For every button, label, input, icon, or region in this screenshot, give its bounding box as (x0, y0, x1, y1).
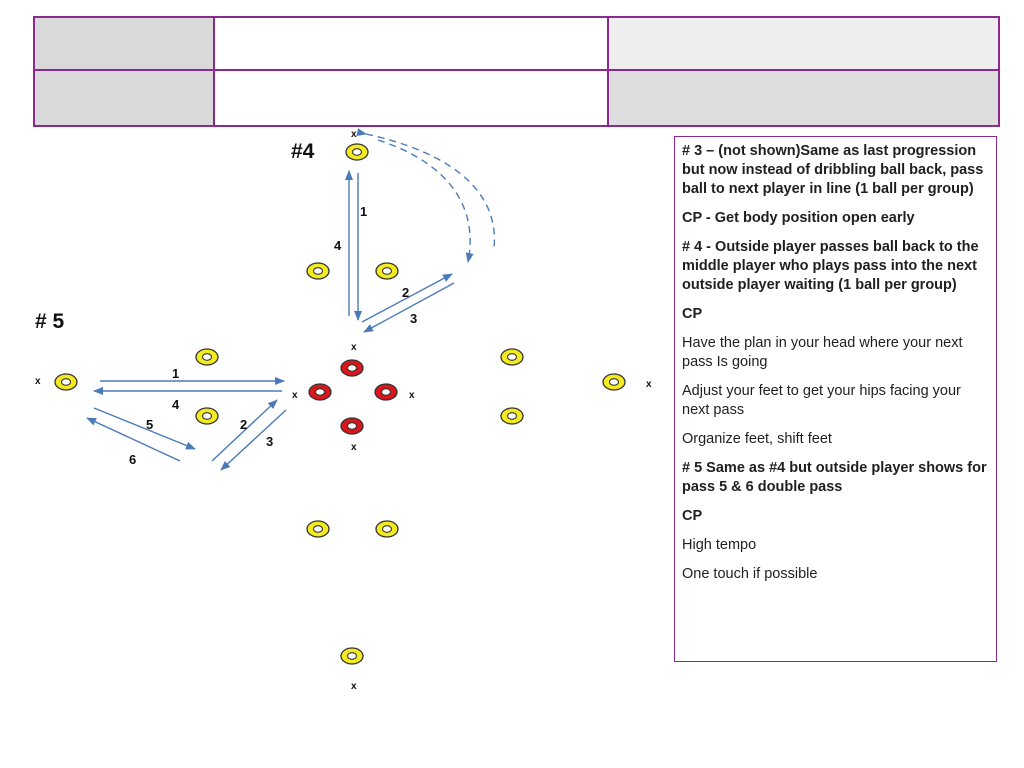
pass-number: 2 (402, 285, 409, 300)
pass-arrow (361, 273, 453, 323)
drill-5-title: # 5 (35, 310, 65, 333)
pass-number: 6 (129, 452, 136, 467)
player-marker: x (351, 342, 357, 353)
player-marker: x (292, 390, 298, 401)
pass-arrow (86, 417, 181, 462)
yellow-cone (500, 407, 524, 425)
note-paragraph: One touch if possible (682, 566, 818, 582)
note-paragraph: Organize feet, shift feet (682, 431, 832, 447)
red-cone (374, 383, 398, 401)
pass-number: 1 (172, 366, 179, 381)
red-cone (340, 359, 364, 377)
note-paragraph: # 4 - Outside player passes ball back to… (682, 239, 979, 293)
yellow-cone (375, 262, 399, 280)
note-paragraph: CP (682, 508, 703, 524)
header-cell (213, 69, 609, 127)
header-table (33, 16, 1000, 127)
pass-number: 4 (334, 238, 342, 253)
player-marker: x (351, 681, 357, 692)
note-paragraph: CP - Get body position open early (682, 210, 915, 226)
pass-number: 3 (410, 311, 417, 326)
header-cell (33, 16, 215, 71)
header-cell (33, 69, 215, 127)
pass-number: 2 (240, 417, 247, 432)
note-paragraph: # 3 – (not shown)Same as last progressio… (682, 143, 984, 197)
drill-5-arrows (86, 377, 287, 471)
yellow-cone (306, 262, 330, 280)
drill-4-title: #4 (291, 140, 315, 163)
yellow-cone (345, 143, 369, 161)
note-paragraph: Adjust your feet to get your hips facing… (682, 383, 961, 418)
player-marker: x (409, 390, 415, 401)
yellow-cone (500, 348, 524, 366)
pass-number: 1 (360, 204, 367, 219)
yellow-cone (54, 373, 78, 391)
pass-number: 4 (172, 397, 180, 412)
note-paragraph: High tempo (682, 537, 757, 553)
yellow-cone (195, 348, 219, 366)
player-marker: x (351, 129, 357, 140)
note-paragraph: Have the plan in your head where your ne… (682, 335, 963, 370)
player-markers: x x x x x x x x (35, 129, 652, 692)
yellow-cone (340, 647, 364, 665)
note-paragraph: CP (682, 306, 703, 322)
header-cell (607, 69, 1000, 127)
player-marker: x (646, 379, 652, 390)
yellow-cone (195, 407, 219, 425)
red-cone (308, 383, 332, 401)
pass-arrow (93, 407, 196, 450)
yellow-cone (602, 373, 626, 391)
pass-arrow (211, 399, 278, 462)
pass-number: 3 (266, 434, 273, 449)
cones (54, 143, 626, 665)
header-cell (213, 16, 609, 71)
pass-arrow (220, 409, 287, 471)
drill-4-arrows (345, 128, 496, 333)
header-row (33, 16, 1000, 71)
header-row (33, 69, 1000, 127)
red-cone (340, 417, 364, 435)
pass-number: 5 (146, 417, 153, 432)
header-cell (607, 16, 1000, 71)
pass-arrow (363, 282, 455, 333)
run-arrow (377, 139, 474, 263)
note-paragraph: # 5 Same as #4 but outside player shows … (682, 460, 987, 495)
yellow-cone (375, 520, 399, 538)
player-marker: x (351, 442, 357, 453)
yellow-cone (306, 520, 330, 538)
player-marker: x (35, 376, 41, 387)
run-arrow (356, 128, 496, 249)
coaching-notes: # 3 – (not shown)Same as last progressio… (674, 136, 997, 662)
